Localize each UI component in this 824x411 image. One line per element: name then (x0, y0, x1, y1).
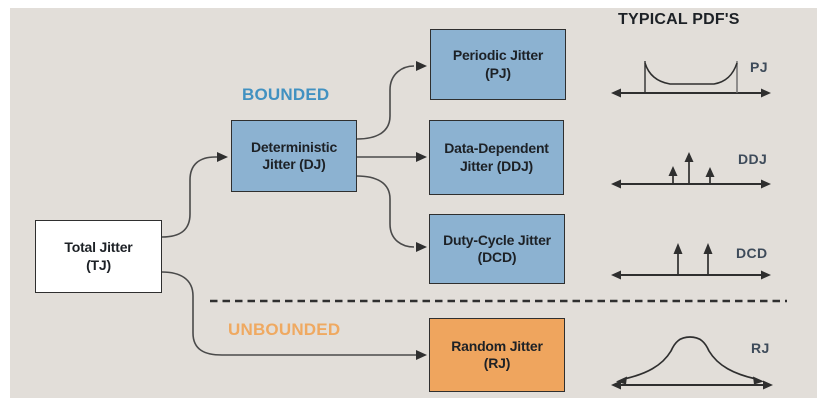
node-data-dependent-jitter: Data-Dependent Jitter (DDJ) (429, 120, 564, 195)
node-periodic-jitter: Periodic Jitter (PJ) (430, 29, 566, 100)
node-random-jitter-line2: (RJ) (483, 355, 511, 371)
connector-dj-dcd (356, 175, 415, 248)
node-data-dependent-jitter-line2: Jitter (DDJ) (459, 157, 534, 174)
ddj-pdf-sketch (611, 152, 771, 189)
node-total-jitter: Total Jitter (TJ) (35, 220, 162, 293)
rj-pdf-label: RJ (751, 340, 770, 356)
node-total-jitter-line1: Total Jitter (64, 239, 133, 256)
dcd-pdf-sketch (611, 243, 771, 280)
connector-arrowheads (217, 61, 427, 360)
node-duty-cycle-jitter-line2: (DCD) (477, 249, 517, 265)
node-random-jitter: Random Jitter (RJ) (429, 318, 565, 392)
typical-pdfs-title: TYPICAL PDF'S (618, 11, 740, 28)
node-periodic-jitter-line2: (PJ) (485, 64, 511, 81)
rj-pdf-sketch (611, 336, 773, 390)
pj-pdf-sketch (611, 61, 771, 98)
diagram-panel (10, 8, 817, 398)
connector-lines (161, 65, 417, 356)
connector-dj-pj (356, 65, 415, 140)
dcd-pdf-label: DCD (736, 245, 768, 261)
node-deterministic-jitter-line2: Jitter (DJ) (262, 156, 326, 172)
node-random-jitter-line1: Random Jitter (451, 337, 543, 354)
node-deterministic-jitter: Deterministic Jitter (DJ) (231, 120, 357, 192)
pj-pdf-label: PJ (750, 59, 768, 75)
unbounded-group-label: UNBOUNDED (228, 320, 341, 339)
node-periodic-jitter-line1: Periodic Jitter (452, 47, 544, 64)
connector-tj-rj (161, 271, 417, 356)
node-deterministic-jitter-line1: Deterministic (250, 138, 338, 155)
node-duty-cycle-jitter-line1: Duty-Cycle Jitter (443, 231, 551, 248)
node-data-dependent-jitter-line1: Data-Dependent (444, 140, 549, 157)
node-total-jitter-line2: (TJ) (86, 256, 111, 273)
bounded-group-label: BOUNDED (242, 85, 330, 104)
connector-tj-dj (161, 156, 219, 238)
ddj-pdf-label: DDJ (738, 151, 768, 167)
node-duty-cycle-jitter: Duty-Cycle Jitter (DCD) (429, 214, 565, 284)
